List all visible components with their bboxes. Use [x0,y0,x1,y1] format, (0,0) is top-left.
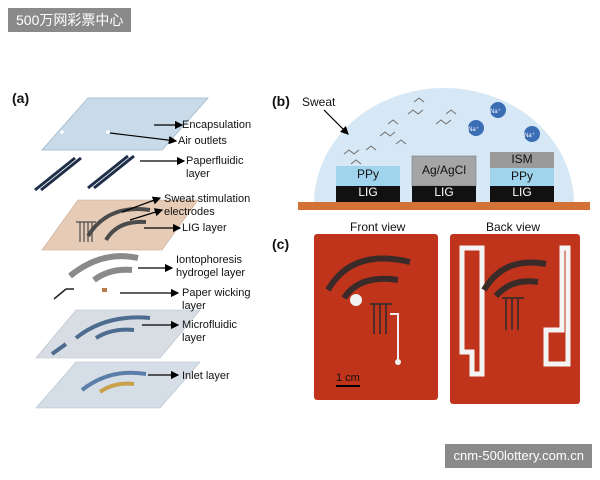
encapsulation-layer [41,97,209,151]
device-photos [314,234,580,404]
back-view-lig-pattern [502,297,524,330]
back-view-electrodes [481,259,547,299]
front-view-outlet [395,359,401,365]
electrode-2-agagcl [411,155,477,187]
electrode-1-lig [336,186,400,202]
paper-wicking-layer [53,288,107,300]
label-air-outlets: Air outlets [178,135,227,147]
label-paper-wicking: Paper wicking layer [182,287,251,312]
electrode-3-ism [490,152,554,168]
electrode-2-agagcl-label: Ag/AgCl [421,163,467,177]
air-outlet-hole-1 [60,130,64,134]
panel-a-label: (a) [12,90,30,106]
panel-b-label: (b) [272,93,290,109]
back-view-paperfluidic-channel-right [543,245,571,367]
panel-c-label: (c) [272,236,290,252]
front-view-electrodes [325,255,411,300]
front-view-inlet [350,294,362,306]
sensor-cross-section [298,88,590,210]
label-microfluidic: Microfluidic layer [182,319,238,344]
sodium-ion-label-1: Na⁺ [490,109,501,115]
air-outlet-hole-2 [106,130,110,134]
lig-pad-pattern [76,221,96,242]
label-inlet-layer: Inlet layer [182,370,230,382]
scale-bar-label: 1 cm [336,372,360,384]
sweat-label: Sweat [302,95,336,109]
back-view-paperfluidic-channel-left [459,245,485,377]
front-view-caption: Front view [350,220,406,234]
sodium-ion-label-2: Na⁺ [468,127,479,133]
paperfluidic-layer [34,154,135,192]
layer-stack-diagram [34,97,209,409]
electrode-3-ppy-label: PPy [510,169,533,183]
label-sweat-stimulation: Sweat stimulation electrodes [164,193,251,218]
front-view-board [314,234,438,400]
layer-label-arrows [109,120,186,380]
watermark-bottom: cnm-500lottery.com.cn [445,444,592,468]
watermark-top: 500万网彩票中心 [8,8,132,32]
electrode-3-ppy [490,168,554,186]
electrode-1-ppy [336,166,400,186]
electrode-3-ism-label: ISM [511,152,533,166]
inlet-openings [80,370,147,394]
microfluidic-layer [35,309,201,359]
microfluidic-channels [50,315,151,356]
front-view-lig-pattern [370,303,392,334]
electrode-3-lig [490,186,554,202]
label-iontophoresis: Iontophoresis hydrogel layer [176,254,246,279]
label-paperfluidic: Paperfluidic layer [186,155,244,180]
front-view-channel [390,313,399,360]
sweat-arrow [323,109,349,135]
label-lig-layer: LIG layer [182,222,227,234]
analyte-molecules [343,97,457,165]
substrate-base [298,202,590,210]
label-encapsulation: Encapsulation [182,119,252,131]
electrode-3-lig-label: LIG [512,185,532,199]
back-view-caption: Back view [486,220,541,234]
electrode-2-lig-label: LIG [434,185,454,199]
sodium-ion-label-3: Na⁺ [524,133,535,139]
electrode-2-lig [412,186,476,202]
iontophoresis-hydrogel-layer [68,253,139,283]
electrode-1-lig-label: LIG [358,185,378,199]
electrode-1-ppy-label: PPy [356,167,379,181]
sodium-ions [468,102,540,142]
